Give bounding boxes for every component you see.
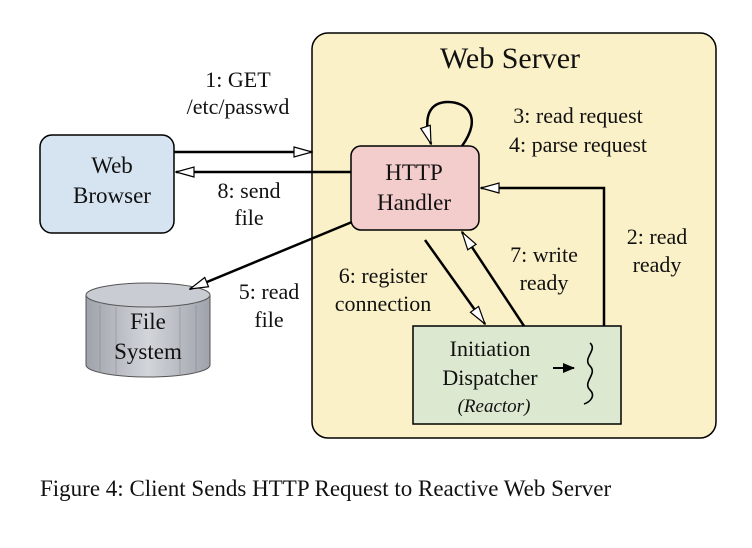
read-ready-label-line2: ready — [633, 252, 682, 277]
reactor-label: (Reactor) — [458, 396, 531, 417]
read-parse-loop-arrow — [427, 100, 473, 147]
web-server-title: Web Server — [440, 42, 580, 75]
read-file-label-line2: file — [254, 307, 283, 332]
web-browser-label-line1: Web — [91, 153, 133, 178]
send-file-label-line2: file — [234, 205, 263, 230]
dispatcher-label-line2: Dispatcher — [442, 365, 538, 390]
web-browser-label-line2: Browser — [73, 183, 151, 208]
reactor-diagram: Web Server Web Browser HTTP Handler Init… — [39, 32, 717, 439]
get-label-line1: 1: GET — [205, 67, 271, 92]
thread-squiggle-icon — [553, 342, 594, 405]
http-handler-label-line1: HTTP — [385, 160, 443, 185]
read-ready-arrow — [481, 188, 606, 326]
http-handler-label-line2: Handler — [377, 190, 451, 215]
http-handler-box — [350, 145, 480, 231]
file-system-cylinder — [85, 282, 211, 378]
write-ready-label-line1: 7: write — [510, 242, 578, 267]
write-ready-arrow — [462, 232, 526, 327]
file-system-label-line1: File — [130, 309, 166, 334]
register-label-line1: 6: register — [339, 263, 428, 288]
file-system-label-line2: System — [114, 339, 182, 364]
read-request-label: 3: read request — [513, 103, 643, 128]
read-file-label-line1: 5: read — [239, 279, 299, 304]
send-file-label-line1: 8: send — [218, 178, 281, 203]
dispatcher-label-line1: Initiation — [450, 336, 531, 361]
read-ready-label-line1: 2: read — [627, 224, 687, 249]
get-label-line2: /etc/passwd — [187, 94, 290, 119]
web-browser-box — [39, 134, 175, 234]
register-connection-arrow — [423, 239, 485, 324]
initiation-dispatcher-box — [412, 325, 622, 425]
read-file-arrow — [190, 220, 353, 291]
write-ready-label-line2: ready — [520, 270, 569, 295]
register-label-line2: connection — [335, 291, 432, 316]
figure-caption: Figure 4: Client Sends HTTP Request to R… — [40, 476, 612, 501]
parse-request-label: 4: parse request — [509, 132, 647, 157]
